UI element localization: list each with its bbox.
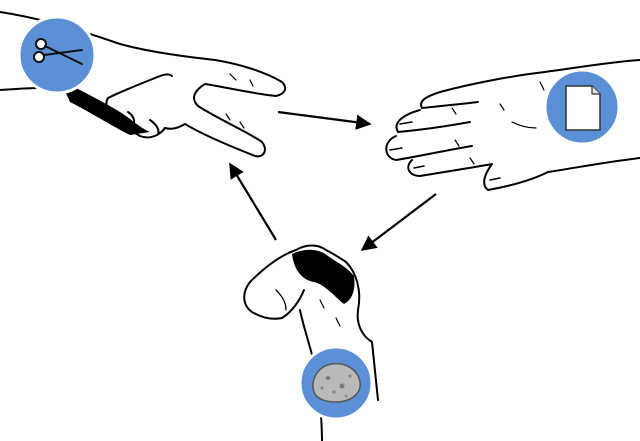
rock-icon [312, 362, 361, 403]
arrow-scissors-to-paper [277, 110, 372, 130]
rock-badge [298, 345, 374, 421]
scissors-icon [33, 38, 83, 65]
rock-fist [243, 244, 379, 441]
arrow-paper-to-rock [360, 193, 437, 251]
paper-badge [543, 68, 621, 146]
scissors-hand [0, 11, 287, 158]
cycle-arrows [229, 110, 437, 251]
scissors-badge [17, 15, 97, 95]
arrow-rock-to-scissors [229, 162, 277, 241]
paper-sheet-icon [565, 85, 601, 131]
paper-hand [385, 59, 640, 191]
